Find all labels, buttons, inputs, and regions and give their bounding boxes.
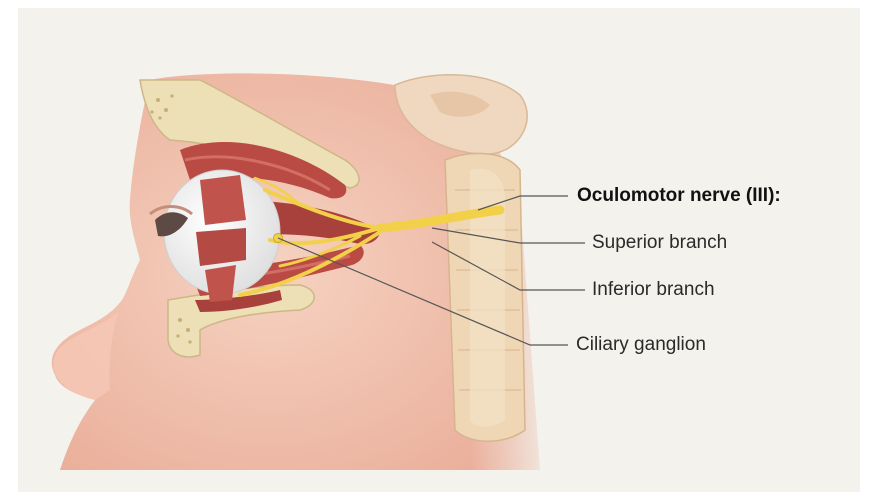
nose bbox=[53, 312, 118, 400]
label-superior-branch: Superior branch bbox=[592, 233, 727, 252]
label-inferior-branch: Inferior branch bbox=[592, 280, 715, 299]
label-ciliary-ganglion: Ciliary ganglion bbox=[576, 335, 706, 354]
label-oculomotor-nerve: Oculomotor nerve (III): bbox=[577, 186, 781, 205]
